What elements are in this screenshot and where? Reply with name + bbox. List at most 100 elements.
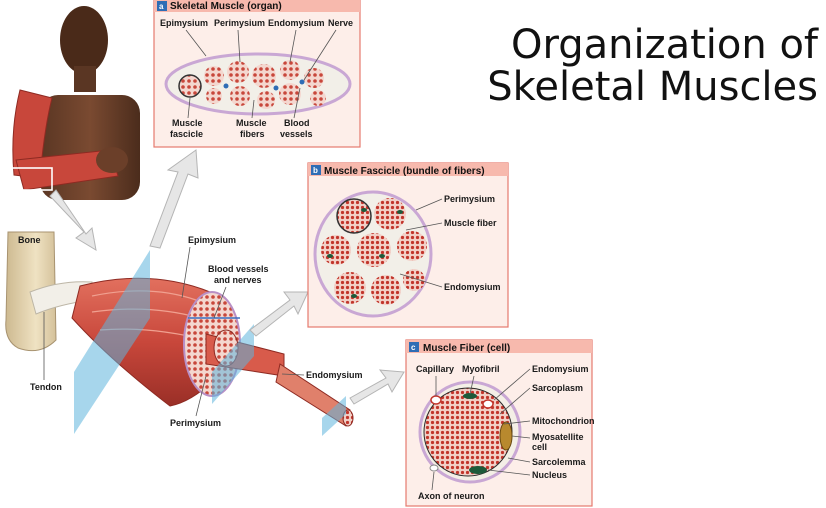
leader-b-perimysium xyxy=(415,198,443,211)
label-a-endomysium: Endomysium xyxy=(268,18,325,28)
leader-c-axon xyxy=(431,471,435,491)
label-c-sarcoplasm: Sarcoplasm xyxy=(532,383,583,393)
leader-b-fiber xyxy=(405,222,443,231)
nucleus-dot xyxy=(361,208,367,212)
panel-b-fibers xyxy=(321,198,427,305)
human-figure xyxy=(7,6,140,200)
leader-main-endomysium xyxy=(281,373,305,376)
axon-shape xyxy=(429,464,439,472)
vessel-dot xyxy=(273,85,279,91)
label-b-endomysium: Endomysium xyxy=(444,282,501,292)
leader-a-fascicle xyxy=(187,97,191,119)
fascicle xyxy=(310,90,326,106)
panel-a-fascicles xyxy=(178,60,326,109)
label-a-vessels-1: Blood xyxy=(284,118,310,128)
leader-c-nucleus xyxy=(487,469,531,476)
fascicle xyxy=(230,86,250,106)
label-c-myosatellite-1: Myosatellite xyxy=(532,432,584,442)
label-c-capillary: Capillary xyxy=(416,364,454,374)
label-a-fibers-2: fibers xyxy=(240,129,265,139)
leader-main-epimysium xyxy=(181,246,191,299)
panel-b-badge-letter: b xyxy=(313,166,318,175)
fiber xyxy=(374,198,406,230)
arrow-to-muscle xyxy=(49,189,97,251)
panel-b: b Muscle Fascicle (bundle of fibers) Per… xyxy=(307,162,509,328)
fiber xyxy=(403,269,425,291)
myofibril-marker xyxy=(463,393,477,399)
panel-a-title: Skeletal Muscle (organ) xyxy=(170,1,282,12)
myosatellite-shape xyxy=(499,421,513,451)
label-a-perimysium: Perimysium xyxy=(214,18,265,28)
label-a-fascicle-1: Muscle xyxy=(172,118,203,128)
nucleus-dot xyxy=(351,294,357,298)
leader-c-mitochondrion xyxy=(503,420,531,425)
bone-group: Bone Tendon xyxy=(5,231,93,392)
fascicle xyxy=(279,83,301,105)
label-bone: Bone xyxy=(18,235,41,245)
label-main-vessels-1: Blood vessels xyxy=(208,264,269,274)
nucleus-dot xyxy=(379,254,385,258)
leader-c-sarcoplasm xyxy=(499,387,531,415)
page-title: Organization of Skeletal Muscles xyxy=(478,24,818,108)
leader-main-vessels xyxy=(213,286,227,319)
arrow-to-panel-b xyxy=(249,291,309,337)
title-line-1: Organization of xyxy=(511,22,818,68)
label-a-vessels-2: vessels xyxy=(280,129,313,139)
leader-a-nerve xyxy=(303,29,337,81)
label-a-epimysium: Epimysium xyxy=(160,18,208,28)
panel-a-badge-letter: a xyxy=(159,2,164,11)
panel-c: c Muscle Fiber (cell) Capillary Myofibri… xyxy=(405,339,595,507)
panel-b-header xyxy=(308,163,508,176)
label-c-endomysium: Endomysium xyxy=(532,364,589,374)
panel-c-badge-letter: c xyxy=(411,343,416,352)
label-main-epimysium: Epimysium xyxy=(188,235,236,245)
panel-c-badge xyxy=(409,342,419,352)
fascicle xyxy=(280,60,300,80)
label-c-myosatellite-2: cell xyxy=(532,442,547,452)
cut-plane xyxy=(74,250,150,434)
leader-a-fibers xyxy=(251,99,255,119)
muscle-group xyxy=(71,250,354,436)
fiber xyxy=(321,235,351,265)
panel-a-header xyxy=(154,0,360,12)
fist-shape xyxy=(96,147,128,173)
leader-a-vessels xyxy=(293,87,301,119)
leader-a-perimysium xyxy=(237,29,241,63)
title-line-2: Skeletal Muscles xyxy=(487,64,818,110)
leader-c-sarcolemma xyxy=(507,457,531,463)
fiber xyxy=(397,231,427,261)
leader-c-endomysium xyxy=(493,368,531,401)
fascicle-outlined xyxy=(178,74,202,98)
panel-c-header xyxy=(406,340,592,353)
nucleus-dot xyxy=(397,210,403,214)
label-c-mitochondrion: Mitochondrion xyxy=(532,416,595,426)
panel-a: a Skeletal Muscle (organ) Epimysium Peri… xyxy=(153,0,361,148)
nucleus-dot xyxy=(327,254,333,258)
leader-a-endomysium xyxy=(289,29,297,63)
label-c-sarcolemma: Sarcolemma xyxy=(532,457,587,467)
leader-c-myofibril xyxy=(469,375,475,395)
panel-c-title: Muscle Fiber (cell) xyxy=(423,343,510,354)
panel-a-badge xyxy=(157,1,167,11)
fiber-outlined xyxy=(336,198,372,234)
arrow-to-panel-c xyxy=(349,369,405,405)
fascicle xyxy=(206,88,222,104)
fascicle xyxy=(257,91,275,109)
fiber xyxy=(357,233,391,267)
leader-a-epimysium xyxy=(185,29,207,57)
fascicle xyxy=(252,64,276,88)
cut-plane xyxy=(212,324,254,404)
vessel-dot xyxy=(223,83,229,89)
nucleus-shape xyxy=(469,466,487,474)
vessel-dot xyxy=(299,79,305,85)
label-c-myofibril: Myofibril xyxy=(462,364,500,374)
label-b-perimysium: Perimysium xyxy=(444,194,495,204)
panel-b-title: Muscle Fascicle (bundle of fibers) xyxy=(324,166,485,177)
fiber xyxy=(371,275,401,305)
forearm-muscle xyxy=(15,149,119,191)
label-a-nerve: Nerve xyxy=(328,18,353,28)
fascicle xyxy=(204,66,224,86)
fascicle xyxy=(227,61,249,83)
zoom-box xyxy=(7,167,53,191)
